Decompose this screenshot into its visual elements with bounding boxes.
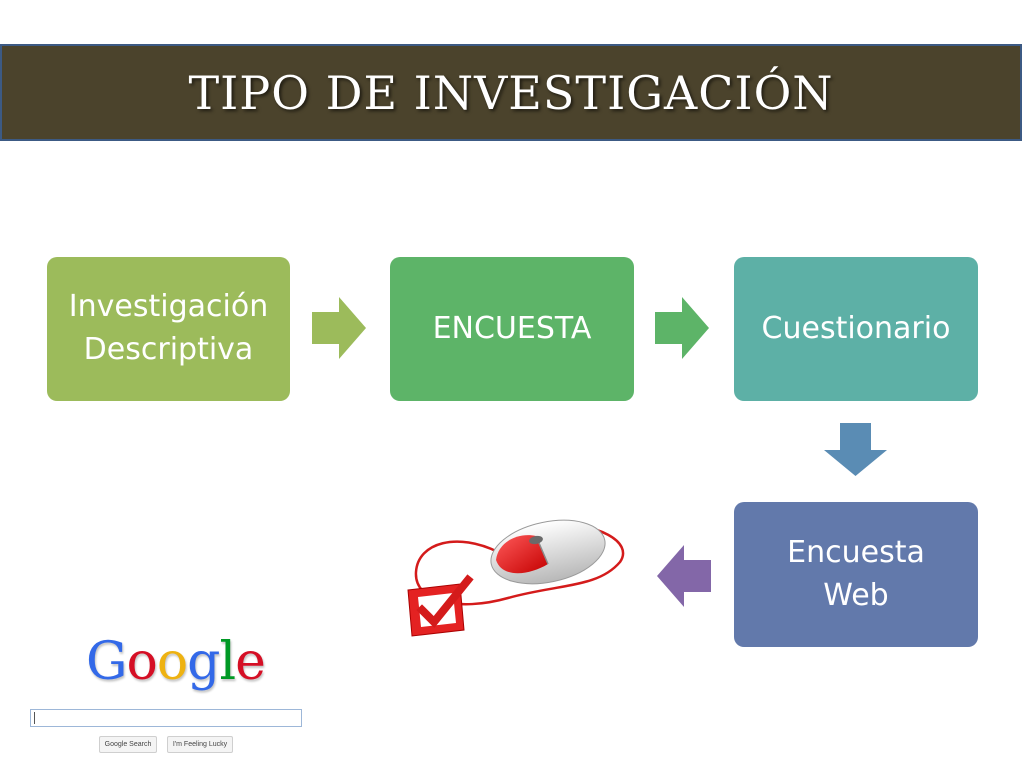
computer-mouse-icon (490, 519, 606, 585)
logo-letter: g (187, 632, 220, 692)
search-input[interactable] (30, 709, 302, 727)
arrow-left-icon (657, 545, 711, 607)
node-label-line: Cuestionario (761, 310, 951, 346)
feeling-lucky-button[interactable]: I'm Feeling Lucky (167, 736, 233, 753)
node-investigacion-descriptiva: Investigación Descriptiva (47, 257, 290, 401)
logo-letter: o (126, 632, 158, 692)
node-label-line: Investigación (68, 289, 269, 325)
google-logo: Google (86, 632, 266, 692)
title-bar: TIPO DE INVESTIGACIÓN (0, 44, 1022, 141)
node-label-line: ENCUESTA (432, 310, 592, 346)
mouse-checkbox-illustration (407, 519, 625, 637)
google-search-button[interactable]: Google Search (99, 736, 157, 753)
arrow-right-icon (655, 297, 709, 359)
node-encuesta-web: Encuesta Web (734, 502, 978, 647)
logo-letter: o (156, 632, 188, 692)
slide-title: TIPO DE INVESTIGACIÓN (188, 65, 834, 120)
text-caret (34, 712, 35, 724)
node-encuesta: ENCUESTA (390, 257, 634, 401)
node-label-line: Descriptiva (83, 332, 254, 367)
logo-letter: e (235, 632, 266, 692)
arrow-right-icon (312, 297, 366, 359)
logo-letter: l (219, 632, 236, 692)
logo-letter: G (86, 632, 128, 692)
arrow-down-icon (824, 423, 887, 476)
node-label-line: Encuesta (787, 534, 925, 570)
node-cuestionario: Cuestionario (734, 257, 978, 401)
node-label-line: Web (823, 577, 889, 613)
checkmark-box-icon (407, 574, 474, 637)
